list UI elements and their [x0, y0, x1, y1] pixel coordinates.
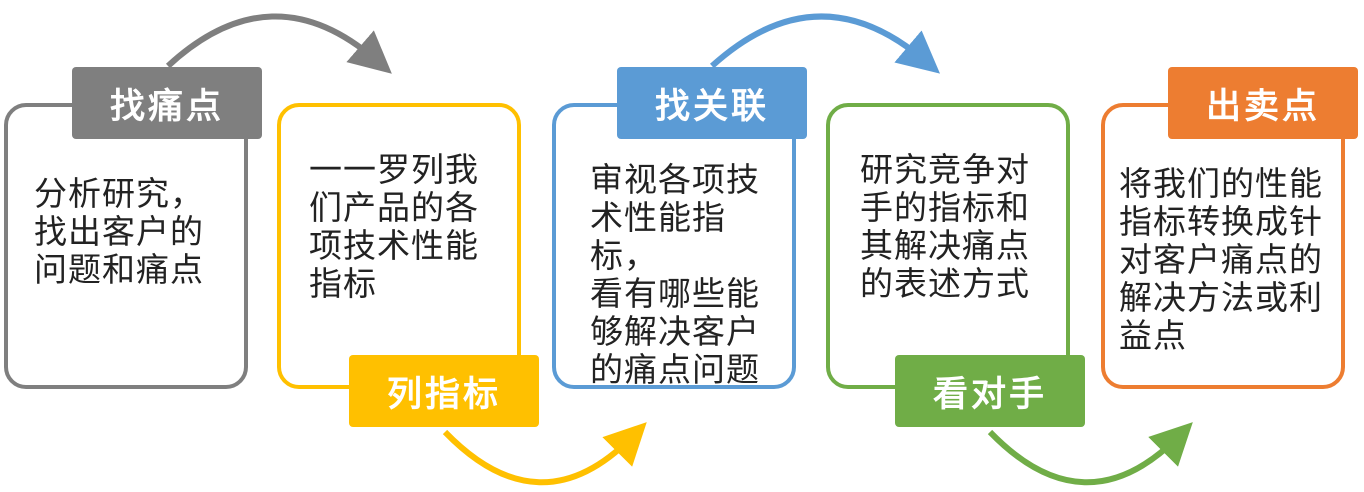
step-card-list-indicators: 一一罗列我 们产品的各 项技术性能 指标 — [277, 103, 521, 389]
step-tag-list-indicators: 列指标 — [349, 355, 539, 427]
step-tag-find-pain-points: 找痛点 — [72, 67, 262, 139]
step-tag-selling-points: 出卖点 — [1168, 67, 1358, 139]
step-card-find-relations: 审视各项技 术性能指标， 看有哪些能 够解决客户 的痛点问题 — [552, 103, 796, 389]
step-body-text: 将我们的性能 指标转换成针 对客户痛点的 解决方法或利 益点 — [1119, 164, 1323, 355]
step-tag-check-competitors: 看对手 — [895, 355, 1085, 427]
step-body-text: 审视各项技 术性能指标， 看有哪些能 够解决客户 的痛点问题 — [590, 160, 760, 389]
step-tag-find-relations: 找关联 — [617, 67, 807, 139]
arrow-step1-to-step2 — [165, 13, 392, 74]
arrow-step3-to-step4 — [709, 13, 941, 74]
arrow-step2-to-step3 — [442, 422, 647, 486]
step-body-text: 一一罗列我 们产品的各 项技术性能 指标 — [309, 150, 479, 303]
step-card-check-competitors: 研究竞争对 手的指标和 其解决痛点 的表述方式 — [826, 103, 1070, 389]
step-card-find-pain-points: 分析研究， 找出客户的 问题和痛点 — [4, 103, 248, 389]
arrow-step4-to-step5 — [987, 422, 1193, 486]
step-body-text: 分析研究， 找出客户的 问题和痛点 — [34, 174, 204, 289]
step-body-text: 研究竞争对 手的指标和 其解决痛点 的表述方式 — [860, 150, 1030, 303]
step-card-selling-points: 将我们的性能 指标转换成针 对客户痛点的 解决方法或利 益点 — [1101, 103, 1345, 389]
